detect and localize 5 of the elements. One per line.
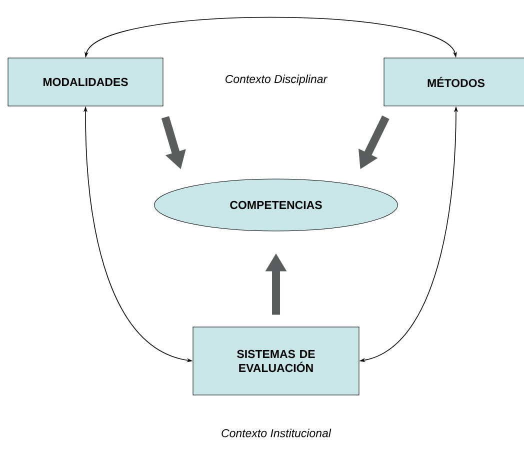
context-label: Contexto Institucional [222, 428, 332, 438]
process-box: MÉTODOS [384, 58, 524, 106]
process-box: MODALIDADES [8, 58, 164, 106]
process-box: SISTEMAS DE EVALUACIÓN [192, 326, 360, 396]
context-label: Contexto Disciplinar [226, 74, 328, 86]
